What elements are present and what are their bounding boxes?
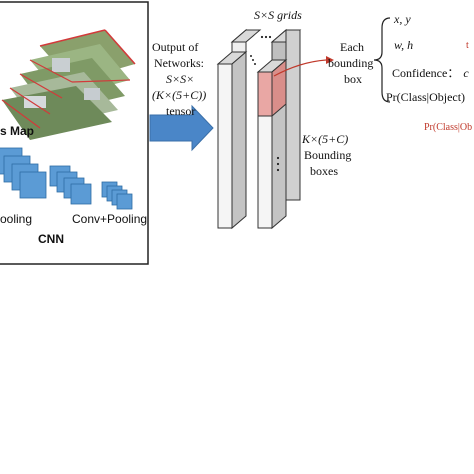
feature-map-label: s Map [0,124,35,138]
grid-title: S×S grids [254,8,302,23]
bbox-caption-line-3: boxes [310,164,338,178]
conv-block-medium [49,165,92,205]
cnn-label: CNN [38,232,64,246]
each-box-line-3: box [344,72,362,86]
cropped-class-prob: Pr(Class|Ob [424,122,473,133]
grid-title-text: S×S grids [254,8,302,22]
param-confidence: Confidence：c [392,64,469,81]
output-line-4: (K×(5+C)) [152,88,207,102]
output-arrow [149,104,214,152]
output-line-3: S×S× [166,72,195,86]
param-confidence-label: Confidence： [392,66,460,80]
pooling-label: ooling [0,212,33,226]
grid-ellipsis-dots [250,35,280,172]
box-pointer-arrow [273,59,327,77]
conv-block-small [101,181,133,210]
param-class-prob: Pr(Class|Object) [386,90,466,104]
cropped-t: t [466,40,469,51]
each-box-line-1: Each [340,40,364,54]
conv-pooling-label: Conv+Pooling [72,212,148,226]
param-confidence-var: c [463,66,469,80]
tensor-column-front-left [216,50,248,230]
bbox-caption-line-1: K×(5+C) [302,132,349,146]
bbox-caption-line-2: Bounding [304,148,352,162]
each-box-line-2: bounding [328,56,374,70]
param-wh: w, h [394,38,414,52]
tensor-column-front-right [256,58,288,230]
output-line-5: tensor [166,104,196,118]
feature-map-image [1,29,136,140]
conv-block-large [0,147,47,199]
param-xy: x, y [394,12,411,26]
highlighted-bounding-box-cell [257,71,273,117]
output-line-2: Networks: [154,56,204,70]
output-line-1: Output of [152,40,199,54]
parameter-brace [373,17,391,103]
